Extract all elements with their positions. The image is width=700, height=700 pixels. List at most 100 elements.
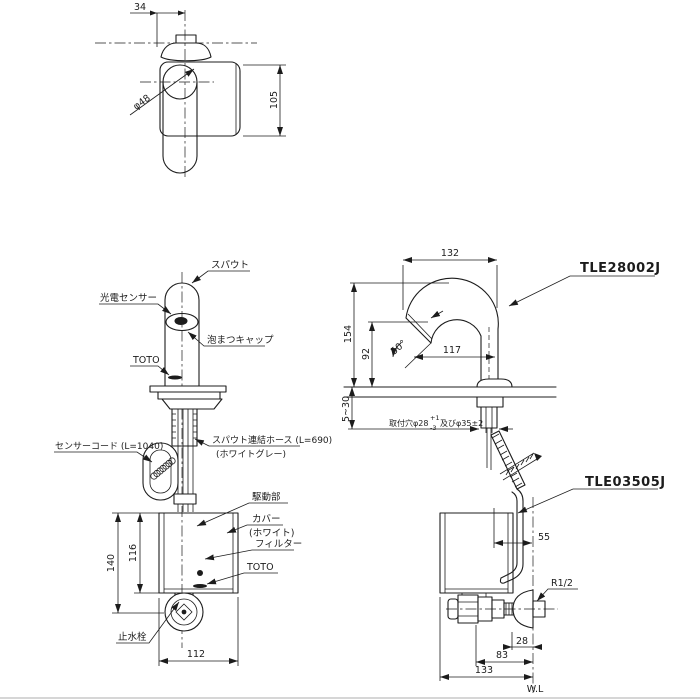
hole-note-suffix: 及びφ35±2 — [440, 419, 483, 428]
angle-arc — [390, 342, 402, 358]
side-flow-arrow — [430, 310, 444, 319]
front-hose-connector — [173, 493, 197, 505]
label-brand-lower: TOTO — [246, 562, 274, 573]
front-cord-coil — [150, 457, 176, 480]
dim-offset-value: 34 — [134, 2, 146, 13]
dim-height-value: 140 — [106, 554, 117, 572]
dim-reach-inner-value: 117 — [443, 345, 461, 356]
hole-note-plus: +1 — [430, 414, 440, 422]
front-sensor-window — [165, 312, 199, 332]
dim-valve-depth-value: 83 — [496, 650, 508, 661]
front-shank — [171, 408, 198, 447]
label-cover-leader — [226, 524, 283, 534]
hole-note-prefix: 取付穴φ28 — [389, 418, 428, 428]
thread-size-value: R1/2 — [551, 578, 573, 589]
side-shank-inner — [485, 407, 493, 433]
label-aerator-leader — [187, 331, 265, 347]
top-view-cap — [175, 34, 197, 44]
dim-angle-value: 50° — [389, 338, 409, 357]
wall-line-label: W.L — [527, 684, 544, 695]
hole-note-minus: -3 — [430, 424, 436, 432]
dim-width-value: 112 — [187, 649, 205, 660]
side-spout-outline — [405, 277, 499, 388]
dim-132-ext — [402, 265, 498, 310]
top-view-spout-circle — [162, 64, 198, 100]
front-spout-outline — [164, 282, 200, 389]
side-hose-band — [490, 430, 526, 490]
side-view: 132 TLE28002J 154 92 50° 117 5~30 取付穴φ28… — [341, 248, 666, 695]
dim-diameter-value: φ48 — [131, 93, 152, 113]
side-spout-outlet-edge — [407, 313, 433, 340]
label-sensor-cord-leader — [54, 451, 153, 463]
front-cord-loop-outer — [142, 442, 179, 501]
front-valve-center — [181, 609, 187, 615]
label-aerator: 泡まつキャップ — [207, 334, 274, 346]
dim-34-arrows — [150, 10, 185, 16]
top-view: 34 φ48 105 — [95, 2, 286, 178]
code-spout: TLE28002J — [580, 261, 661, 276]
label-brand-lower-leader — [206, 572, 278, 585]
front-valve-mid — [170, 598, 198, 626]
label-sensor: 光電センサー — [100, 292, 157, 304]
side-j-hose — [499, 488, 524, 584]
dim-box-height-value: 116 — [128, 544, 139, 562]
dim-total-depth-value: 133 — [475, 665, 493, 676]
side-box-outline — [439, 512, 514, 594]
dim-reach-value: 132 — [441, 248, 459, 259]
top-view-flange — [160, 42, 212, 62]
label-drive-leader — [196, 502, 288, 527]
front-flange-plate — [149, 385, 227, 393]
side-cord-lines — [486, 428, 492, 470]
label-filter: フィルター — [255, 539, 302, 550]
label-sensor-cord: センサーコード (L=1040) — [55, 441, 163, 452]
top-view-body-outline — [159, 61, 241, 137]
front-base-ring — [157, 391, 221, 400]
dia48-leader — [129, 68, 195, 116]
dim-34-lines — [130, 12, 185, 47]
side-hose-fitting-tip — [534, 453, 542, 461]
dim-deck-value: 5~30 — [341, 396, 352, 422]
dim-valve-offset-value: 28 — [516, 636, 528, 647]
front-cord-loop-inner — [149, 449, 172, 494]
label-cover: カバー — [252, 514, 281, 525]
angle-face-extension — [404, 342, 432, 369]
label-spout: スパウト — [211, 260, 249, 271]
front-sensor-eye — [174, 317, 188, 325]
side-hose-fitting — [499, 452, 538, 481]
label-cover-color: (ホワイト) — [249, 528, 294, 539]
label-sensor-leader — [99, 303, 172, 315]
front-box-inner-edges — [163, 513, 234, 593]
front-brand-mark-spout — [168, 375, 182, 380]
side-flange — [476, 378, 513, 388]
dim-hose-to-wall-value: 55 — [538, 532, 550, 543]
label-spout-leader — [191, 270, 250, 284]
label-stop-valve-leader — [116, 601, 180, 644]
top-view-spout-capsule — [162, 81, 198, 174]
label-hose-color: (ホワイトグレー) — [216, 448, 286, 460]
side-box-inner-edges — [444, 513, 509, 593]
code-spout-leader — [508, 275, 655, 307]
front-brand-mark-box — [193, 584, 207, 588]
dim-154-ext — [350, 282, 449, 323]
code-valve-unit-leader — [517, 488, 658, 514]
label-hose: スパウト連結ホース (L=690) — [212, 434, 332, 446]
label-hose-leader — [194, 438, 300, 447]
side-hose-band-hatch — [491, 433, 523, 488]
side-shank — [480, 406, 498, 429]
side-counter-lines — [343, 386, 557, 398]
side-valve-hex-lines — [458, 601, 478, 617]
thread-size-leader — [536, 588, 578, 602]
dim-outlet-height-value: 92 — [361, 348, 372, 360]
label-brand-upper: TOTO — [132, 355, 160, 366]
front-view: 140 116 112 スパウト 光電センサー 泡まつキャップ TOTO センサ… — [54, 260, 332, 666]
code-valve-unit: TLE03505J — [585, 475, 666, 490]
side-shank-nut — [476, 396, 504, 408]
front-shank-threads — [172, 413, 197, 439]
dim-112-ext — [158, 597, 239, 666]
dim-depth-value: 105 — [269, 91, 280, 109]
front-base-nut — [161, 398, 223, 410]
label-brand-upper-leader — [130, 365, 170, 376]
label-drive: 駆動部 — [252, 491, 281, 503]
